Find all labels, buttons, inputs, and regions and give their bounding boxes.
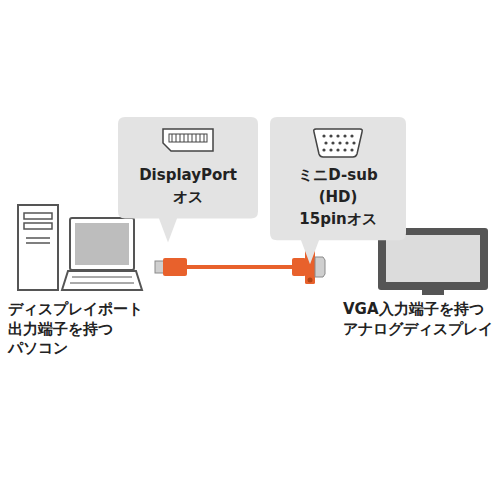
device-caption: ディスプレイポート 出力端子を持つ パソコン [8,300,143,359]
laptop [62,218,142,290]
cable [155,250,325,284]
device-caption: VGA入力端子を持つ アナログディスプレイ [343,300,493,339]
connector-icon [163,129,213,151]
connector-name: ミニD-sub (HD) 15pinオス [270,165,406,230]
speech-bubble: ミニD-sub (HD) 15pinオス [270,117,406,240]
bubble-shape [118,117,258,243]
bubble-shape [270,117,406,264]
connector-name: DisplayPort オス [118,165,258,209]
tower-pc [18,205,58,290]
connector-icon [314,129,363,157]
speech-bubble: DisplayPort オス [118,117,258,219]
